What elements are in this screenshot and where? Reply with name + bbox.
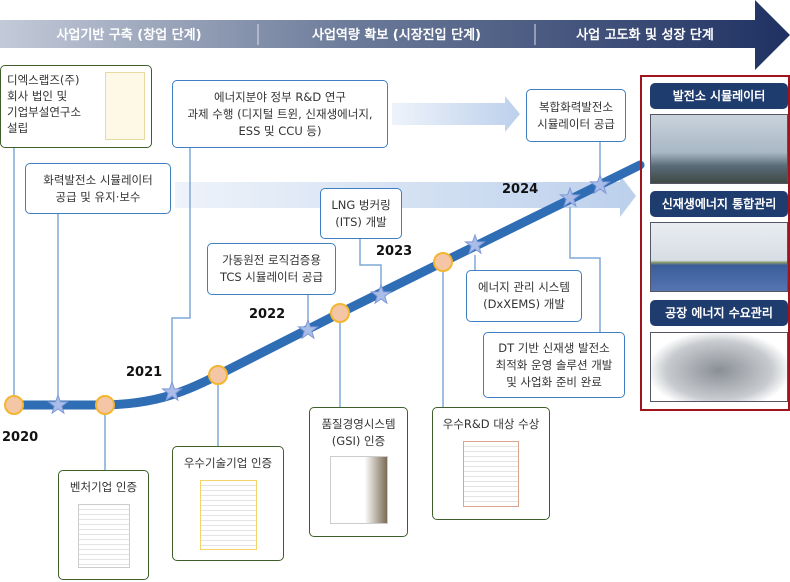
event-ems: 에너지 관리 시스템 (DxXEMS) 개발 (466, 270, 582, 322)
award-label: 우수R&D 대상 수상 (442, 417, 540, 431)
certificate-image (199, 480, 257, 550)
nuclear-line: TCS 시뮬레이터 공급 (219, 270, 324, 284)
certificate-image (463, 441, 519, 507)
star-icon (161, 380, 183, 402)
event-rnd: 에너지분야 정부 R&D 연구 과제 수행 (디지털 트윈, 신재생에너지, E… (172, 80, 388, 148)
star-icon (589, 173, 611, 195)
event-combined-cycle: 복합화력발전소 시뮬레이터 공급 (526, 89, 626, 142)
factory-equipment-image (650, 332, 788, 402)
dt-line: DT 기반 신재생 발전소 (498, 340, 610, 355)
certificate-image (329, 456, 388, 524)
panel-title-factory: 공장 에너지 수요관리 (650, 300, 788, 326)
gsi-line: (GSI) 인증 (331, 434, 386, 448)
founding-line: 디엑스랩즈(주) (7, 73, 80, 87)
phase-arrow (0, 0, 790, 70)
year-2023: 2023 (376, 244, 413, 259)
combined-line: 시뮬레이터 공급 (537, 116, 615, 131)
phase-3: 사업 고도화 및 성장 단계 (576, 28, 714, 43)
star-icon (297, 318, 319, 340)
event-gsi: 품질경영시스템 (GSI) 인증 (309, 407, 408, 537)
rnd-line: 과제 수행 (디지털 트윈, 신재생에너지, (187, 106, 373, 121)
gsi-line: 품질경영시스템 (321, 417, 396, 431)
founding-line: 설립 (7, 121, 29, 135)
founding-line: 회사 법인 및 (7, 89, 68, 103)
certificate-image (105, 72, 145, 140)
nuclear-line: 가동원전 로직검증용 (222, 253, 321, 267)
star-icon (464, 233, 486, 255)
event-dt-solution: DT 기반 신재생 발전소 최적화 운영 솔루션 개발 및 사업화 준비 완료 (483, 332, 625, 398)
dt-line: 및 사업화 준비 완료 (506, 374, 602, 389)
milestone-circle (330, 303, 350, 323)
ems-line: (DxXEMS) 개발 (483, 297, 565, 311)
milestone-circle (95, 395, 115, 415)
lng-line: (ITS) 개발 (335, 214, 387, 229)
ems-line: 에너지 관리 시스템 (478, 280, 570, 294)
event-thermal-simulator: 화력발전소 시뮬레이터 공급 및 유지·보수 (25, 163, 171, 214)
renewable-image (650, 222, 788, 292)
business-area-panel: 발전소 시뮬레이터 신재생에너지 통합관리 공장 에너지 수요관리 (640, 75, 790, 411)
star-icon (370, 283, 392, 305)
star-icon (47, 393, 69, 415)
event-nuclear-tcs: 가동원전 로직검증용 TCS 시뮬레이터 공급 (207, 243, 336, 295)
panel-title-power: 발전소 시뮬레이터 (650, 83, 788, 109)
event-award: 우수R&D 대상 수상 (432, 407, 550, 520)
venture-label: 벤처기업 인증 (69, 480, 138, 494)
lng-line: LNG 벙커링 (331, 197, 391, 212)
milestone-circle (4, 395, 24, 415)
rnd-line: 에너지분야 정부 R&D 연구 (214, 89, 346, 104)
year-2021: 2021 (126, 365, 163, 380)
thermal-line: 공급 및 유지·보수 (55, 189, 141, 204)
certificate-image (77, 504, 130, 568)
milestone-circle (433, 252, 453, 272)
power-plant-image (650, 114, 788, 184)
event-founding: 디엑스랩즈(주) 회사 법인 및 기업부설연구소 설립 (0, 65, 152, 148)
phase-2: 사업역량 확보 (시장진입 단계) (312, 28, 481, 43)
phase-1: 사업기반 구축 (창업 단계) (56, 28, 202, 43)
rnd-line: ESS 및 CCU 등) (238, 123, 322, 138)
event-tech: 우수기술기업 인증 (172, 446, 284, 561)
event-lng: LNG 벙커링 (ITS) 개발 (320, 188, 402, 239)
combined-line: 복합화력발전소 (538, 99, 614, 114)
progress-arrow-large (175, 175, 636, 217)
year-2024: 2024 (502, 182, 539, 197)
star-icon (559, 186, 581, 208)
progress-arrow-small (392, 96, 520, 132)
panel-title-renewable: 신재생에너지 통합관리 (650, 191, 788, 217)
tech-label: 우수기술기업 인증 (183, 456, 273, 470)
founding-line: 기업부설연구소 (7, 105, 82, 119)
milestone-circle (208, 365, 228, 385)
dt-line: 최적화 운영 솔루션 개발 (495, 357, 613, 372)
thermal-line: 화력발전소 시뮬레이터 (43, 172, 153, 187)
event-venture: 벤처기업 인증 (58, 470, 149, 580)
year-2020: 2020 (2, 430, 39, 445)
year-2022: 2022 (249, 307, 286, 322)
